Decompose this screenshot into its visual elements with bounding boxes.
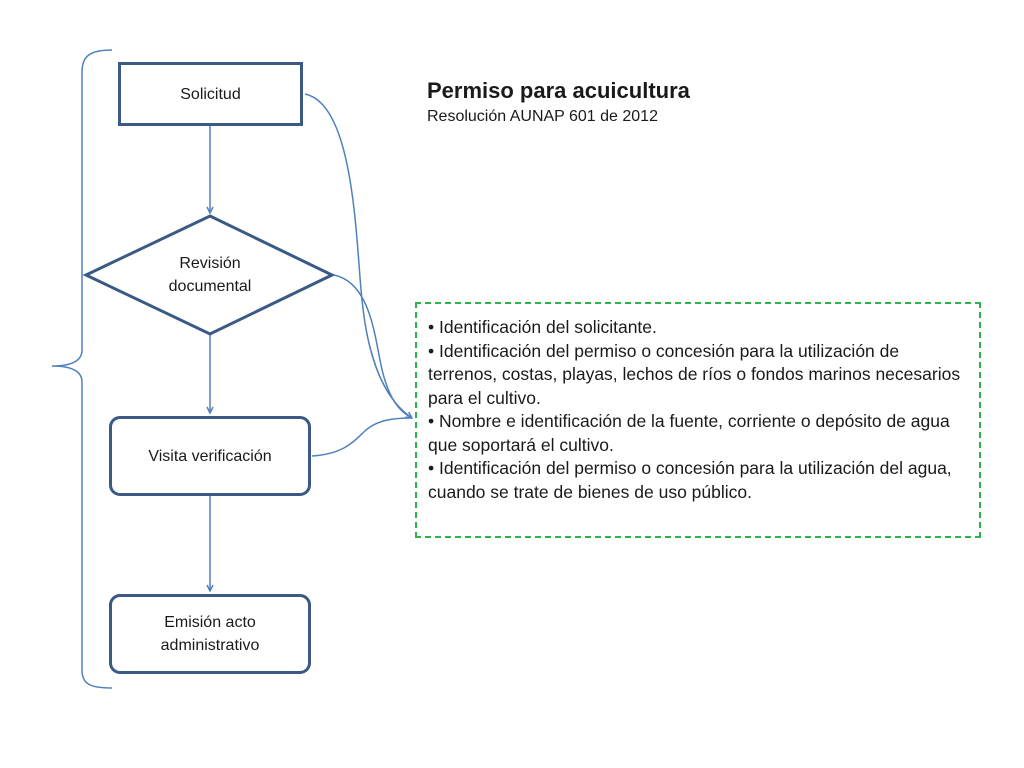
left-brace <box>51 49 113 689</box>
requirements-box: • Identificación del solicitante. • Iden… <box>415 302 981 538</box>
requirement-item: • Identificación del solicitante. <box>428 317 657 337</box>
page-title: Permiso para acuicultura <box>427 78 690 103</box>
title-block: Permiso para acuicultura Resolución AUNA… <box>427 76 690 128</box>
step-visita-label: Visita verificación <box>148 447 272 465</box>
step-solicitud: Solicitud <box>118 62 303 126</box>
step-solicitud-label: Solicitud <box>180 85 241 103</box>
step-revision-label: Revisión documental <box>168 255 252 295</box>
connector-revision-to-requirements <box>333 274 413 419</box>
connector-visita-to-requirements <box>311 417 413 457</box>
step-emision-acto: Emisión acto administrativo <box>109 594 311 674</box>
requirement-item: • Identificación del permiso o concesión… <box>428 458 952 502</box>
requirement-item: • Nombre e identificación de la fuente, … <box>428 411 950 455</box>
step-revision-documental: Revisión documental <box>88 216 332 334</box>
connector-solicitud-to-requirements <box>304 93 412 418</box>
step-emision-label: Emisión acto administrativo <box>160 614 260 654</box>
requirement-item: • Identificación del permiso o concesión… <box>428 340 961 408</box>
revision-diamond-shape <box>82 214 336 336</box>
step-visita-verificacion: Visita verificación <box>109 416 311 496</box>
page-subtitle: Resolución AUNAP 601 de 2012 <box>427 108 658 125</box>
